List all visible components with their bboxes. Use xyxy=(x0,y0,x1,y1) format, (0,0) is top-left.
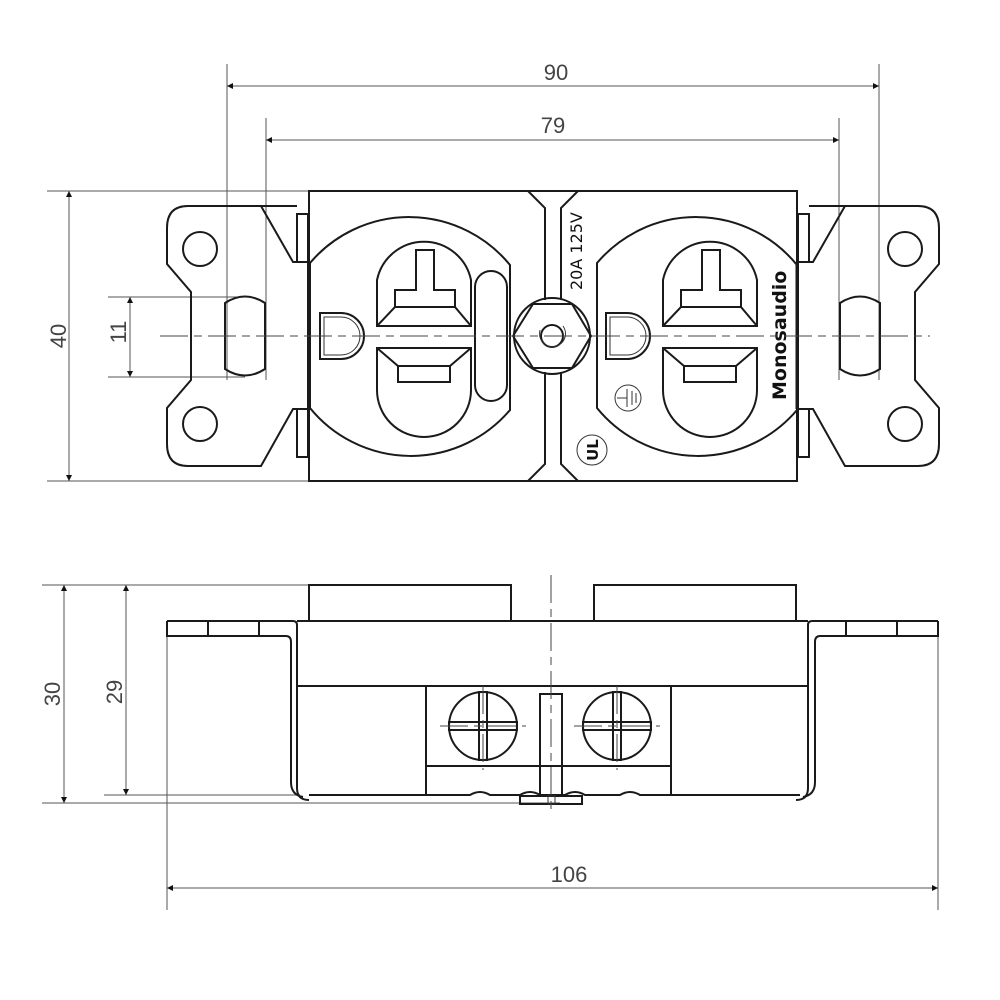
terminal-screw-left-icon xyxy=(440,686,526,770)
right-mounting-ear xyxy=(797,205,940,467)
hot-slot xyxy=(662,347,758,438)
dimension-79: 79 xyxy=(265,113,840,380)
ul-mark-icon: UL xyxy=(576,434,608,466)
mounting-hole xyxy=(182,406,218,442)
dimension-40-label: 40 xyxy=(46,324,71,348)
right-strap xyxy=(795,620,939,801)
svg-text:UL: UL xyxy=(584,439,602,461)
left-strap xyxy=(166,620,310,801)
mounting-slot xyxy=(839,295,881,377)
side-body xyxy=(297,620,808,796)
dimension-29: 29 xyxy=(102,585,300,796)
dimension-79-label: 79 xyxy=(541,113,565,138)
dimension-29-label: 29 xyxy=(102,680,127,704)
markings: 20A 125V Monosaudio UL xyxy=(567,212,791,466)
neutral-slot-t xyxy=(376,240,472,327)
terminal-screw-right-icon xyxy=(574,686,660,770)
dimension-40: 40 xyxy=(46,190,310,482)
neutral-slot-t xyxy=(662,240,758,327)
dimension-30: 30 xyxy=(40,584,560,804)
ground-slot xyxy=(319,312,365,360)
dimension-90-label: 90 xyxy=(544,60,568,85)
dimension-11-label: 11 xyxy=(106,321,131,344)
front-view: 90 79 40 11 xyxy=(46,60,940,482)
mounting-hole xyxy=(887,231,923,267)
dimension-106: 106 xyxy=(166,636,939,910)
dimension-90: 90 xyxy=(226,60,880,380)
dimension-30-label: 30 xyxy=(40,682,65,706)
side-view: 30 29 106 xyxy=(40,575,939,910)
dimension-106-label: 106 xyxy=(551,862,588,887)
face-block-left xyxy=(308,584,512,622)
right-outlet xyxy=(596,216,798,457)
mounting-slot xyxy=(224,295,266,377)
dimension-11: 11 xyxy=(106,296,245,378)
hot-slot xyxy=(376,347,472,438)
left-outlet xyxy=(309,216,511,457)
brand-label: Monosaudio xyxy=(769,271,791,400)
mounting-hole xyxy=(887,406,923,442)
rating-label: 20A 125V xyxy=(567,212,586,290)
ground-symbol-icon xyxy=(614,384,642,412)
face-block-right xyxy=(593,584,797,622)
mounting-hole xyxy=(182,231,218,267)
left-mounting-ear xyxy=(166,205,309,467)
ground-slot xyxy=(605,312,651,360)
